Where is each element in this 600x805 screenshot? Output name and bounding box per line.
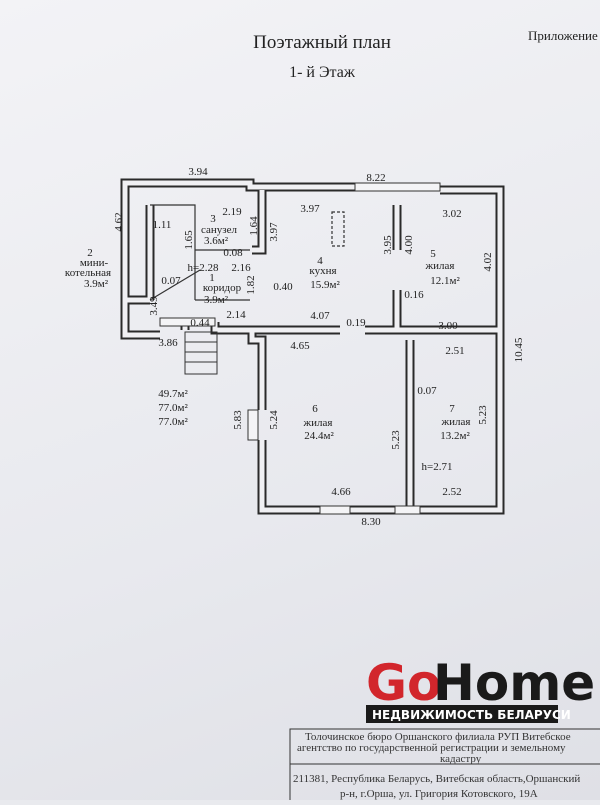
- thin-partitions: [149, 204, 345, 301]
- plan-label: жилая: [441, 416, 471, 428]
- floor-label: 1- й Этаж: [289, 64, 356, 81]
- plan-label: кадастру: [440, 753, 482, 765]
- plan-label: h=2.28: [188, 262, 219, 274]
- dimension-label: 4.07: [310, 310, 330, 322]
- dimension-label: 5.83: [232, 410, 244, 430]
- dimension-label: 0.07: [161, 275, 181, 287]
- plan-label: 5: [430, 248, 436, 260]
- plan-label: р-н, г.Орша, ул. Григория Котовского, 19…: [340, 788, 538, 800]
- dimension-label: 0.07: [417, 385, 437, 397]
- dimension-label: 2.52: [442, 486, 461, 498]
- dimension-label: 10.45: [513, 337, 525, 362]
- plan-title: Поэтажный план: [253, 32, 391, 53]
- plan-label: 3: [210, 213, 216, 225]
- plan-label: 1: [209, 272, 215, 284]
- room-labels: 1 коридор 3.9м² 2 мини- котельная 3.9м² …: [65, 213, 471, 473]
- dimension-label: 0.08: [223, 247, 243, 259]
- dimension-label: 4.66: [331, 486, 351, 498]
- dimension-label: 2.51: [445, 345, 464, 357]
- gohome-watermark-logo: Go Home НЕДВИЖИМОСТЬ БЕЛАРУСИ: [366, 654, 595, 723]
- plan-label: коридор: [203, 282, 242, 294]
- plan-label: 3.6м²: [204, 235, 229, 247]
- dimension-label: 2.16: [231, 262, 251, 274]
- plan-label: 4: [317, 255, 323, 267]
- dimension-label: 3.02: [442, 208, 461, 220]
- plan-label: 6: [312, 403, 318, 415]
- plan-label: 13.2м²: [440, 430, 470, 442]
- plan-label: котельная: [65, 267, 111, 279]
- plan-label: Home: [433, 654, 595, 712]
- dimension-label: 3.86: [158, 337, 178, 349]
- plan-label: 24.4м²: [304, 430, 334, 442]
- dimension-label: 4.65: [290, 340, 310, 352]
- title-block: Толочинское бюро Оршанского филиала РУП …: [289, 728, 600, 805]
- plan-label: кухня: [309, 265, 336, 277]
- plan-label: НЕДВИЖИМОСТЬ БЕЛАРУСИ: [372, 708, 571, 722]
- windows: [159, 182, 441, 515]
- plan-label: мини-: [80, 257, 109, 269]
- plan-label: жилая: [303, 417, 333, 429]
- dimension-label: 3.49: [148, 296, 160, 316]
- dimension-label: 5.24: [268, 410, 280, 430]
- plan-label: 77.0м²: [158, 416, 188, 428]
- dimension-label: 8.30: [361, 516, 381, 528]
- dimension-label: 1.64: [248, 216, 260, 236]
- dimension-label: 0.44: [190, 317, 210, 329]
- dimension-label: 0.40: [273, 281, 293, 293]
- dimension-labels: 3.94 8.22 4.62 1.11 2.19 1.64 1.65 0.08 …: [113, 166, 525, 528]
- dimension-label: 5.23: [390, 430, 402, 450]
- plan-label: жилая: [425, 260, 455, 272]
- dimension-label: 2.14: [226, 309, 246, 321]
- plan-label: 77.0м²: [158, 402, 188, 414]
- plan-label: 49.7м²: [158, 388, 188, 400]
- plan-label: 15.9м²: [310, 279, 340, 291]
- dimension-label: 1.82: [245, 275, 257, 294]
- dimension-label: 8.22: [366, 172, 385, 184]
- dimension-label: 0.16: [404, 289, 424, 301]
- dimension-label: 3.97: [300, 203, 320, 215]
- plan-label: Go: [366, 654, 441, 712]
- plan-label: 3.9м²: [204, 294, 229, 306]
- plan-label: 7: [449, 403, 455, 415]
- plan-label: h=2.71: [422, 461, 453, 473]
- dimension-label: 4.02: [482, 252, 494, 271]
- dimension-label: 1.11: [153, 219, 172, 231]
- plan-label: 3.9м²: [84, 278, 109, 290]
- plan-label: агентство по государственной регистрации…: [297, 742, 566, 754]
- entrance-steps: [184, 331, 218, 375]
- dimension-label: 3.95: [382, 235, 394, 255]
- dimension-label: 0.19: [346, 317, 366, 329]
- dimension-label: 1.65: [183, 230, 195, 250]
- dimension-label: 3.00: [438, 320, 458, 332]
- plan-label: 2: [87, 247, 93, 259]
- dimension-label: 4.62: [113, 212, 125, 231]
- plan-label: 12.1м²: [430, 275, 460, 287]
- dimension-label: 3.97: [268, 222, 280, 242]
- dimension-label: 2.19: [222, 206, 242, 218]
- plan-label: 211381, Республика Беларусь, Витебская о…: [293, 773, 580, 785]
- appendix-label: Приложение: [528, 28, 598, 43]
- dimension-label: 5.23: [477, 405, 489, 425]
- dimension-label: 3.94: [188, 166, 208, 178]
- dimension-label: 4.00: [403, 235, 415, 255]
- plan-label: санузел: [201, 224, 238, 236]
- plan-label: Толочинское бюро Оршанского филиала РУП …: [305, 731, 571, 743]
